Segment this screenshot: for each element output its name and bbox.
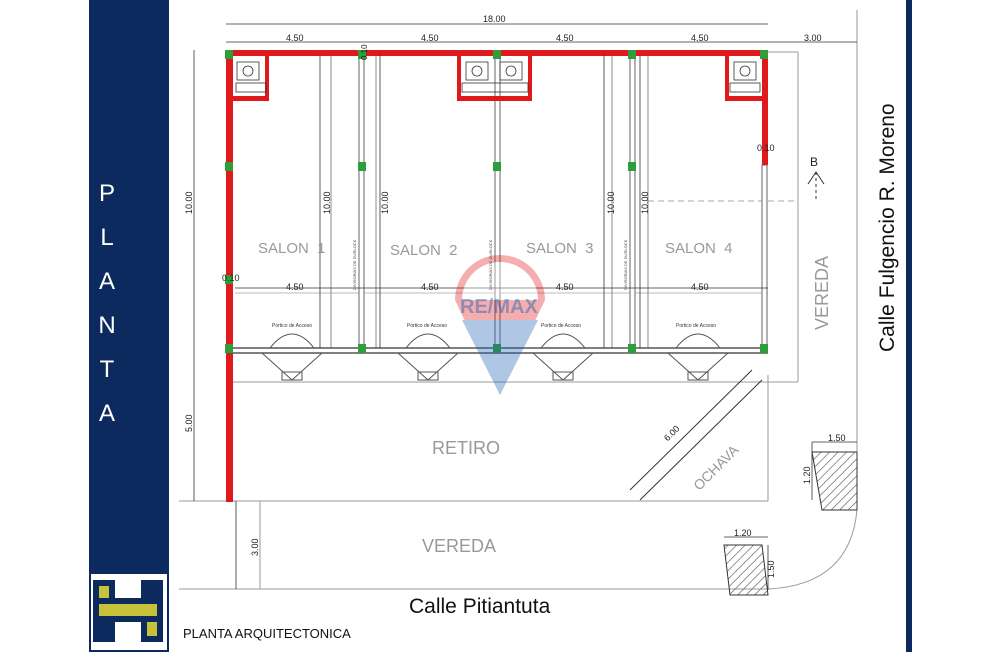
portico-label: Portico de Acceso: [407, 323, 448, 329]
portico-label: Portico de Acceso: [541, 323, 582, 329]
planter-height-label: 1.50: [766, 560, 776, 578]
wall-thickness-label: 0.10: [757, 143, 775, 153]
section-mark-label: B: [810, 155, 819, 169]
room-width-label: 4.50: [556, 33, 574, 43]
planters: [723, 451, 858, 596]
site-outline: [179, 10, 858, 590]
firm-logo-box: [89, 572, 169, 652]
side-title: P L A N T A: [89, 172, 126, 436]
partition-label: DIVISORIAS DE DURLOCK: [488, 239, 493, 290]
vereda-depth-label: 3.00: [250, 538, 260, 556]
total-width-label: 18.00: [483, 14, 506, 24]
bottom-margin: [0, 652, 1000, 667]
side-title-letter: N: [98, 312, 117, 339]
side-title-letter: L: [100, 224, 115, 251]
room-name: SALON 3: [526, 240, 594, 257]
side-title-letter: A: [98, 268, 116, 295]
dimension-lines: [193, 23, 857, 590]
watermark-logo: [455, 255, 545, 395]
depth-label: 10.00: [322, 191, 332, 214]
side-title-letter: P: [98, 180, 116, 207]
watermark-label: RE/MAX: [460, 296, 538, 318]
structural-columns: [225, 50, 768, 353]
portico-label: Portico de Acceso: [272, 323, 313, 329]
room-width-label: 4.50: [691, 33, 709, 43]
planter-width-label: 1.20: [734, 528, 752, 538]
room-grid: [330, 55, 649, 348]
planter-width-label: 1.50: [828, 433, 846, 443]
room-width-label: 4.50: [286, 282, 304, 292]
right-border: [906, 0, 912, 652]
depth-label: 10.00: [380, 191, 390, 214]
depth-label: 10.00: [606, 191, 616, 214]
sheet-title: PLANTA ARQUITECTONICA: [183, 626, 351, 641]
room-width-label: 4.50: [286, 33, 304, 43]
side-vereda-width-label: 3.00: [804, 33, 822, 43]
wall-thickness-label: 0.10: [360, 44, 369, 60]
section-marker-icon: [807, 171, 825, 200]
door-swings: [261, 333, 729, 381]
depth-label: 10.00: [640, 191, 650, 214]
side-title-letter: A: [98, 400, 116, 427]
vereda-right-label: VEREDA: [812, 255, 832, 330]
room-name: SALON 1: [258, 240, 326, 257]
firm-logo-icon: [93, 580, 163, 642]
room-width-label: 4.50: [556, 282, 574, 292]
depth-label: 10.00: [184, 191, 194, 214]
street-right-label: Calle Fulgencio R. Moreno: [876, 103, 899, 352]
room-width-label: 4.50: [421, 282, 439, 292]
street-bottom-label: Calle Pitiantuta: [409, 595, 551, 618]
vereda-bottom-label: VEREDA: [422, 536, 497, 556]
side-title-letter: T: [99, 356, 116, 383]
retiro-depth-label: 5.00: [184, 414, 194, 432]
wall-thickness-label: 0.10: [222, 273, 240, 283]
room-width-label: 4.50: [421, 33, 439, 43]
portico-label: Portico de Acceso: [676, 323, 717, 329]
partition-label: DIVISORIAS DE DURLOCK: [623, 239, 628, 290]
room-width-label: 4.50: [691, 282, 709, 292]
bathroom-fixtures: [235, 61, 761, 93]
planter-height-label: 1.20: [802, 466, 812, 484]
room-name: SALON 4: [665, 240, 733, 257]
durlock-partitions: [358, 53, 768, 349]
partition-label: DIVISORIAS DE DURLOCK: [352, 239, 357, 290]
room-name: SALON 2: [390, 242, 458, 259]
retiro-label: RETIRO: [432, 438, 501, 458]
side-panel: [89, 0, 169, 572]
